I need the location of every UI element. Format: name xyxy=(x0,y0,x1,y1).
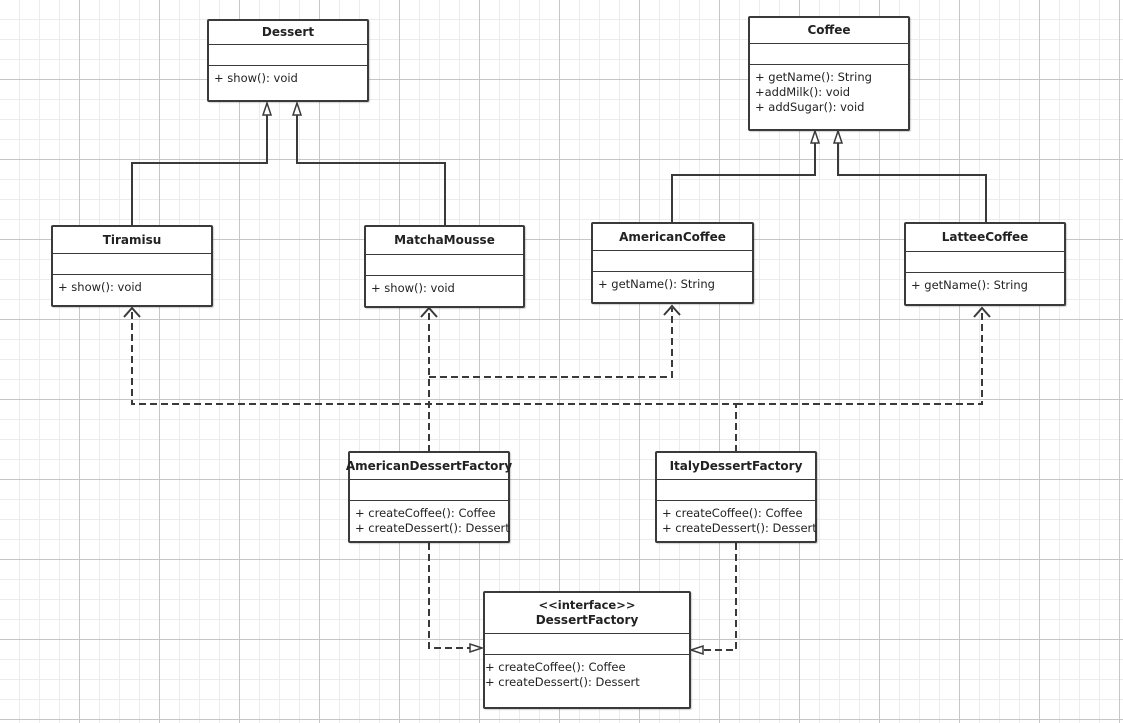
attributes-compartment xyxy=(750,44,908,65)
operation: + show(): void xyxy=(58,280,142,294)
class-name: LatteeCoffee xyxy=(906,224,1064,252)
class-name: MatchaMousse xyxy=(366,227,523,255)
operation: + createCoffee(): Coffee xyxy=(662,506,803,520)
class-matchamousse[interactable]: MatchaMousse + show(): void xyxy=(364,225,525,308)
class-latteecoffee[interactable]: LatteeCoffee + getName(): String xyxy=(904,222,1066,306)
attributes-compartment xyxy=(350,480,508,501)
class-coffee[interactable]: Coffee + getName(): String +addMilk(): v… xyxy=(748,16,910,131)
operations-compartment: + show(): void xyxy=(209,66,367,86)
attributes-compartment xyxy=(209,45,367,66)
operation: + show(): void xyxy=(214,71,298,85)
dependency-italyfactory-latteecoffee xyxy=(736,309,983,405)
interface-name-block: <<interface>> DessertFactory xyxy=(485,593,689,634)
open-arrowhead xyxy=(663,304,681,316)
hollow-triangle-arrowhead xyxy=(261,100,273,116)
generalization-americancoffee-coffee xyxy=(671,143,816,224)
operation: + createDessert(): Dessert xyxy=(662,521,817,535)
class-name: AmericanDessertFactory xyxy=(346,453,512,480)
class-italydessertfactory[interactable]: ItalyDessertFactory + createCoffee(): Co… xyxy=(655,451,817,543)
generalization-latteecoffee-coffee xyxy=(837,143,987,224)
class-name: AmericanCoffee xyxy=(593,224,752,251)
realization-americanfactory-dessertfactory xyxy=(428,543,470,649)
class-name: DessertFactory xyxy=(535,613,639,627)
hollow-triangle-arrowhead xyxy=(291,100,303,116)
generalization-matcha-dessert xyxy=(296,115,446,227)
class-name: Tiramisu xyxy=(53,227,211,254)
hollow-triangle-arrowhead xyxy=(469,642,485,654)
operation: + getName(): String xyxy=(755,70,872,84)
class-dessert[interactable]: Dessert + show(): void xyxy=(207,19,369,102)
operation: +addMilk(): void xyxy=(755,85,851,99)
interface-dessertfactory[interactable]: <<interface>> DessertFactory + createCof… xyxy=(483,591,691,709)
class-name: ItalyDessertFactory xyxy=(657,453,815,480)
operations-compartment: + getName(): String xyxy=(593,272,752,292)
operations-compartment: + createCoffee(): Coffee + createDessert… xyxy=(350,501,510,536)
operations-compartment: + getName(): String +addMilk(): void + a… xyxy=(750,65,908,115)
stereotype-label: <<interface>> xyxy=(538,598,636,612)
operation: + createCoffee(): Coffee xyxy=(485,660,626,674)
attributes-compartment xyxy=(906,252,1064,273)
open-arrowhead xyxy=(420,306,438,318)
operation: + addSugar(): void xyxy=(755,100,865,114)
attributes-compartment xyxy=(593,251,752,272)
class-tiramisu[interactable]: Tiramisu + show(): void xyxy=(51,225,213,307)
class-name: Dessert xyxy=(209,21,367,45)
class-name: Coffee xyxy=(750,18,908,44)
operation: + show(): void xyxy=(371,281,455,295)
hollow-triangle-arrowhead xyxy=(809,128,821,144)
hollow-triangle-arrowhead xyxy=(688,644,704,656)
dependency-italyfactory-tiramisu xyxy=(131,309,737,452)
operation: + getName(): String xyxy=(598,277,715,291)
operation: + createDessert(): Dessert xyxy=(485,675,640,689)
dependency-americanfactory-americancoffee xyxy=(429,308,673,378)
attributes-compartment xyxy=(657,480,815,501)
operation: + createDessert(): Dessert xyxy=(355,521,510,535)
operations-compartment: + show(): void xyxy=(53,275,211,295)
attributes-compartment xyxy=(366,255,523,276)
attributes-compartment xyxy=(53,254,211,275)
operations-compartment: + createCoffee(): Coffee + createDessert… xyxy=(657,501,817,536)
open-arrowhead xyxy=(123,306,141,318)
hollow-triangle-arrowhead xyxy=(832,128,844,144)
operation: + getName(): String xyxy=(911,278,1028,292)
class-americandessertfactory[interactable]: AmericanDessertFactory + createCoffee():… xyxy=(346,451,512,543)
generalization-tiramisu-dessert xyxy=(131,115,268,227)
operations-compartment: + createCoffee(): Coffee + createDessert… xyxy=(485,655,689,690)
operations-compartment: + show(): void xyxy=(366,276,523,296)
class-americancoffee[interactable]: AmericanCoffee + getName(): String xyxy=(591,222,754,304)
operations-compartment: + getName(): String xyxy=(906,273,1064,293)
operation: + createCoffee(): Coffee xyxy=(355,506,496,520)
realization-italyfactory-dessertfactory xyxy=(703,543,737,651)
attributes-compartment xyxy=(485,634,689,655)
open-arrowhead xyxy=(973,306,991,318)
